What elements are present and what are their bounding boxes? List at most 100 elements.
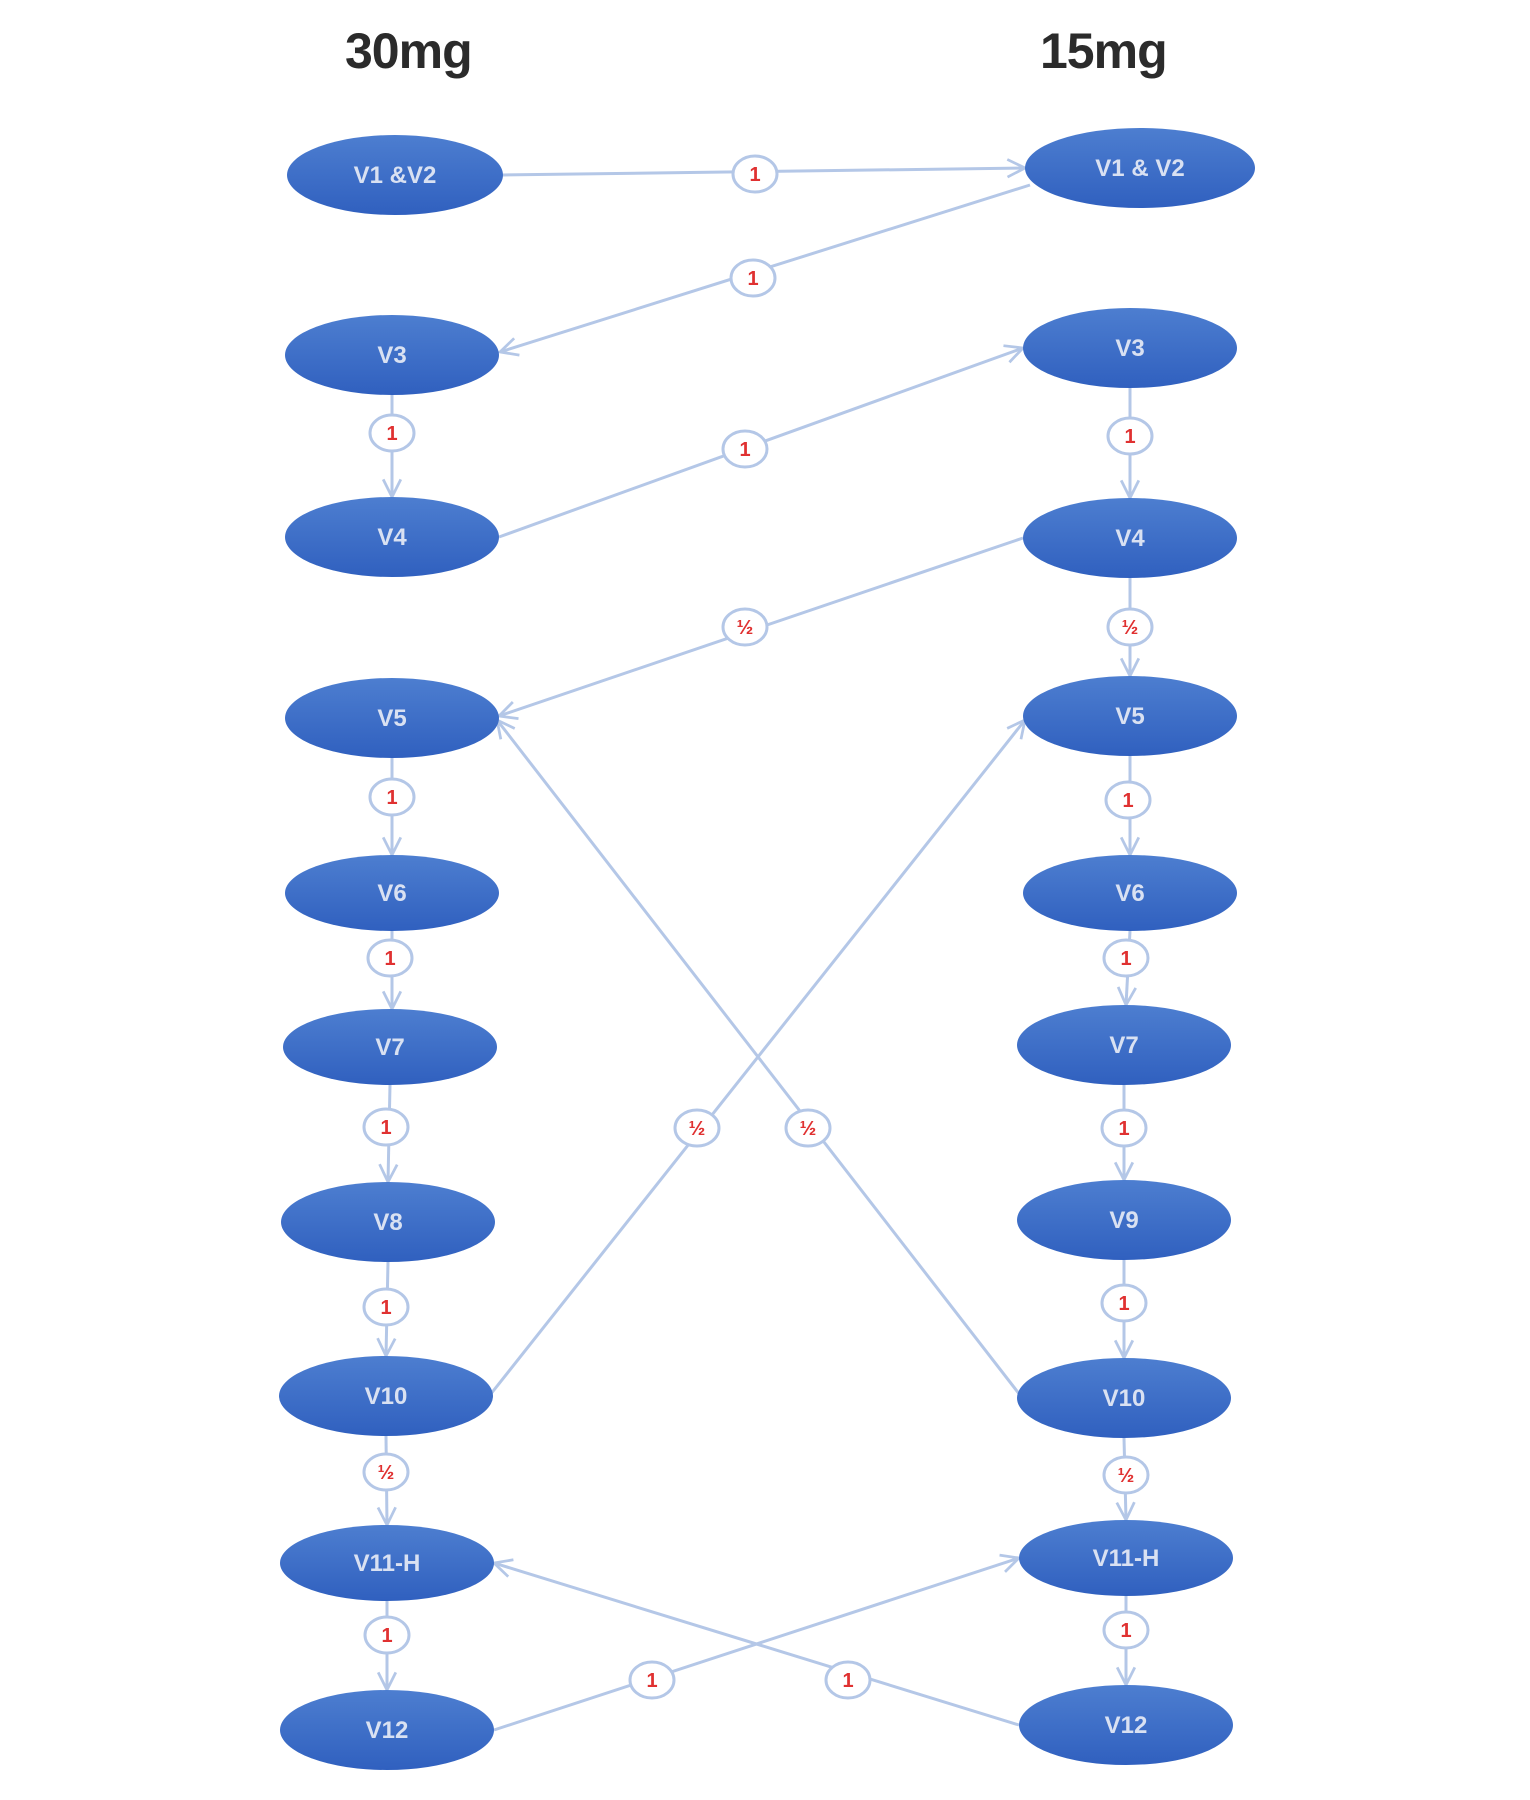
edge-label-text: ½	[1122, 617, 1139, 639]
node-label: V7	[1109, 1032, 1138, 1059]
node-label: V3	[1115, 335, 1144, 362]
edge-label: ½	[721, 607, 769, 647]
node-label: V4	[377, 524, 407, 551]
edge-label-bubble	[362, 1107, 410, 1147]
node-ellipse	[280, 1525, 494, 1601]
edge-label-bubble	[368, 413, 416, 453]
edge-label: ½	[1106, 607, 1154, 647]
node-label: V1 &V2	[354, 162, 437, 189]
node-label: V3	[377, 342, 406, 369]
edge-label: ½	[784, 1108, 832, 1148]
node-ellipse	[1023, 855, 1237, 931]
node-r-v7: V7	[1017, 1005, 1231, 1085]
edge-label-text: 1	[739, 439, 750, 461]
node-label: V6	[377, 880, 406, 907]
edge-label-bubble	[366, 938, 414, 978]
node-label: V5	[1115, 703, 1144, 730]
edge-label-bubble	[1100, 1108, 1148, 1148]
edge-label: 1	[368, 777, 416, 817]
node-label: V7	[375, 1034, 404, 1061]
edge-label-bubble	[368, 777, 416, 817]
column-title-15mg: 15mg	[1040, 23, 1168, 79]
node-l-v12: V12	[280, 1690, 494, 1770]
edge-label-text: 1	[380, 1117, 391, 1139]
edge-label-bubble	[1106, 607, 1154, 647]
edge-label: 1	[363, 1615, 411, 1655]
node-ellipse	[1025, 128, 1255, 208]
node-label: V12	[366, 1717, 409, 1744]
edge-label: ½	[362, 1452, 410, 1492]
node-ellipse	[1019, 1520, 1233, 1596]
node-r-v3: V3	[1023, 308, 1237, 388]
edge-label-bubble	[1102, 1610, 1150, 1650]
node-l-v1v2: V1 &V2	[287, 135, 503, 215]
edge-label-bubble	[1102, 938, 1150, 978]
edge-label: 1	[731, 154, 779, 194]
node-ellipse	[280, 1690, 494, 1770]
edge-label: 1	[1102, 938, 1150, 978]
edge-label-bubble	[1100, 1283, 1148, 1323]
edge-label: 1	[729, 258, 777, 298]
node-label: V9	[1109, 1207, 1138, 1234]
node-label: V4	[1115, 525, 1145, 552]
node-ellipse	[287, 135, 503, 215]
node-l-v3: V3	[285, 315, 499, 395]
node-r-v12: V12	[1019, 1685, 1233, 1765]
edge-label-bubble	[673, 1108, 721, 1148]
node-label: V8	[373, 1209, 402, 1236]
edge-label-bubble	[1106, 416, 1154, 456]
edge-label: 1	[368, 413, 416, 453]
edge-label-bubble	[1102, 1455, 1150, 1495]
edge-label-bubble	[721, 607, 769, 647]
node-ellipse	[279, 1356, 493, 1436]
node-l-v8: V8	[281, 1182, 495, 1262]
node-ellipse	[283, 1009, 497, 1085]
edge-label: 1	[1100, 1108, 1148, 1148]
node-l-v10: V10	[279, 1356, 493, 1436]
node-ellipse	[285, 855, 499, 931]
node-r-v5: V5	[1023, 676, 1237, 756]
node-r-v6: V6	[1023, 855, 1237, 931]
edge-label-bubble	[628, 1660, 676, 1700]
edge-label: 1	[721, 429, 769, 469]
node-ellipse	[1023, 676, 1237, 756]
edge-label-text: 1	[1120, 1620, 1131, 1642]
edges-layer	[386, 168, 1130, 1732]
node-ellipse	[1017, 1180, 1231, 1260]
edge-label-bubble	[362, 1452, 410, 1492]
edge-label-text: ½	[800, 1118, 817, 1140]
node-ellipse	[281, 1182, 495, 1262]
node-l-v7: V7	[283, 1009, 497, 1085]
edge-label-text: 1	[1120, 948, 1131, 970]
node-ellipse	[1017, 1358, 1231, 1438]
edge-label-bubble	[362, 1287, 410, 1327]
node-ellipse	[1019, 1685, 1233, 1765]
node-ellipse	[1023, 498, 1237, 578]
edge-label-text: 1	[1122, 790, 1133, 812]
edge-label: 1	[824, 1660, 872, 1700]
edge-label-text: 1	[1118, 1118, 1129, 1140]
edge-arrow	[497, 720, 1022, 1396]
edge-label: ½	[1102, 1455, 1150, 1495]
edge-label-text: 1	[381, 1625, 392, 1647]
node-ellipse	[1023, 308, 1237, 388]
node-r-v4: V4	[1023, 498, 1237, 578]
node-label: V6	[1115, 880, 1144, 907]
edge-label-text: 1	[646, 1670, 657, 1692]
edge-label: 1	[362, 1107, 410, 1147]
node-l-v11h: V11-H	[280, 1525, 494, 1601]
edge-label-bubble	[731, 154, 779, 194]
edge-label-text: 1	[749, 164, 760, 186]
node-label: V10	[365, 1383, 408, 1410]
edge-label: 1	[1102, 1610, 1150, 1650]
node-label: V12	[1105, 1712, 1148, 1739]
edge-label-bubble	[729, 258, 777, 298]
edge-label-text: 1	[1124, 426, 1135, 448]
edge-label-bubble	[824, 1660, 872, 1700]
edge-label-bubble	[363, 1615, 411, 1655]
node-label: V11-H	[1093, 1545, 1160, 1572]
edge-arrow	[494, 1563, 1020, 1727]
edge-label-text: ½	[378, 1462, 395, 1484]
